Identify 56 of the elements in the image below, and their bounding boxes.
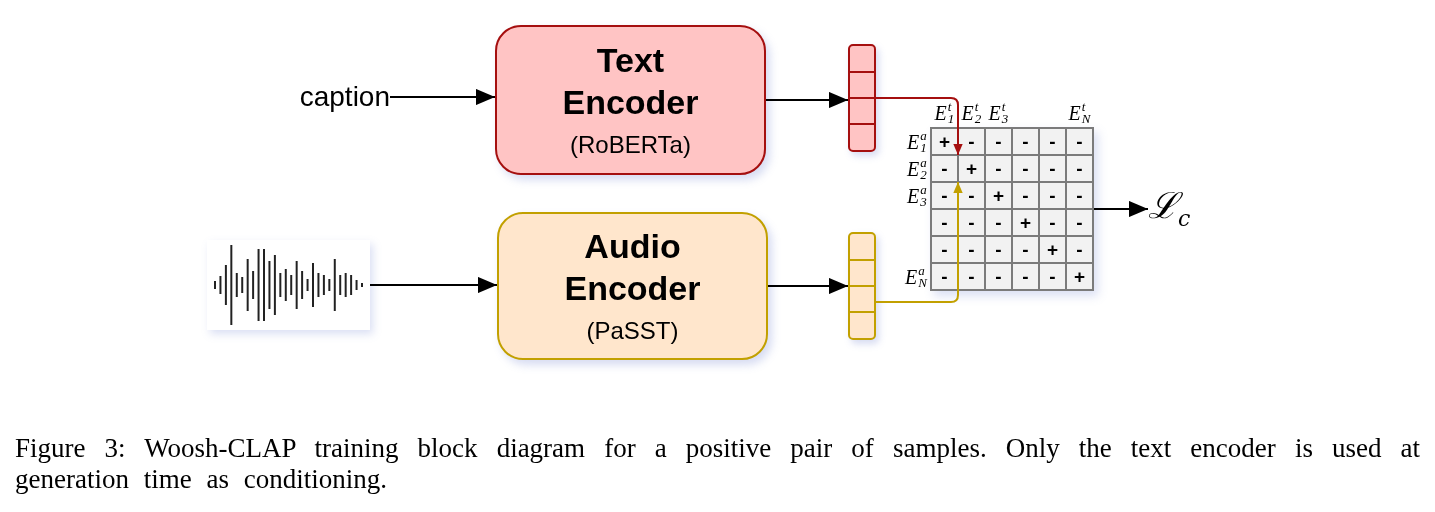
matrix-cell: -: [1039, 155, 1066, 182]
matrix-cell: +: [1012, 209, 1039, 236]
matrix-cell: -: [958, 263, 985, 290]
matrix-cell: -: [1039, 209, 1066, 236]
arrow: [875, 181, 963, 303]
encoder-title: Audio Encoder: [563, 226, 702, 309]
matrix-cell: -: [931, 209, 958, 236]
similarity-matrix: [930, 127, 1094, 291]
matrix-cell: -: [985, 155, 1012, 182]
matrix-cell: -: [1066, 155, 1093, 182]
matrix-cell: -: [1039, 182, 1066, 209]
matrix-cell: -: [1039, 263, 1066, 290]
encoder-box: [497, 212, 768, 360]
loss-label: ℒ$_{c}$: [1148, 184, 1204, 230]
embedding-vector: [848, 44, 876, 152]
matrix-cell: -: [1039, 128, 1066, 155]
matrix-cell: -: [985, 263, 1012, 290]
encoder-title: Text Encoder: [561, 40, 700, 123]
matrix-cell: -: [985, 236, 1012, 263]
encoder-box: [495, 25, 766, 175]
matrix-cell: -: [958, 236, 985, 263]
matrix-cell: -: [1012, 128, 1039, 155]
arrow: [875, 97, 963, 156]
waveform-drawing: [207, 240, 370, 330]
matrix-cell: -: [1066, 128, 1093, 155]
matrix-cell: -: [1066, 236, 1093, 263]
model-name: (PaSST): [586, 316, 679, 346]
matrix-cell: -: [985, 128, 1012, 155]
matrix-cell: -: [1012, 236, 1039, 263]
arrow: [1093, 200, 1149, 218]
figure-caption: Figure 3: Woosh-CLAP training block diagram for a positive pair of samples. Only the text encoder is used at generation time as conditioning.: [15, 433, 1420, 495]
matrix-cell: -: [1012, 263, 1039, 290]
matrix-cell: +: [958, 155, 985, 182]
matrix-cell: -: [958, 128, 985, 155]
matrix-cell: -: [1012, 155, 1039, 182]
input-label: caption: [278, 78, 390, 116]
matrix-cell: +: [1039, 236, 1066, 263]
matrix-cell: -: [958, 182, 985, 209]
matrix-cell: -: [1012, 182, 1039, 209]
matrix-cell: +: [931, 128, 958, 155]
arrow: [369, 276, 498, 294]
model-name: (RoBERTa): [570, 130, 691, 160]
matrix-cell: -: [985, 209, 1012, 236]
matrix-cell: -: [1066, 182, 1093, 209]
matrix-cell: +: [985, 182, 1012, 209]
matrix-cell: -: [931, 155, 958, 182]
matrix-cell: -: [931, 236, 958, 263]
matrix-cell: +: [1066, 263, 1093, 290]
arrow: [389, 88, 496, 106]
matrix-cell: -: [1066, 209, 1093, 236]
arrow: [765, 91, 849, 109]
matrix-cell: -: [931, 263, 958, 290]
arrow: [767, 277, 849, 295]
matrix-cell: -: [958, 209, 985, 236]
embedding-vector: [848, 232, 876, 340]
matrix-cell: -: [931, 182, 958, 209]
